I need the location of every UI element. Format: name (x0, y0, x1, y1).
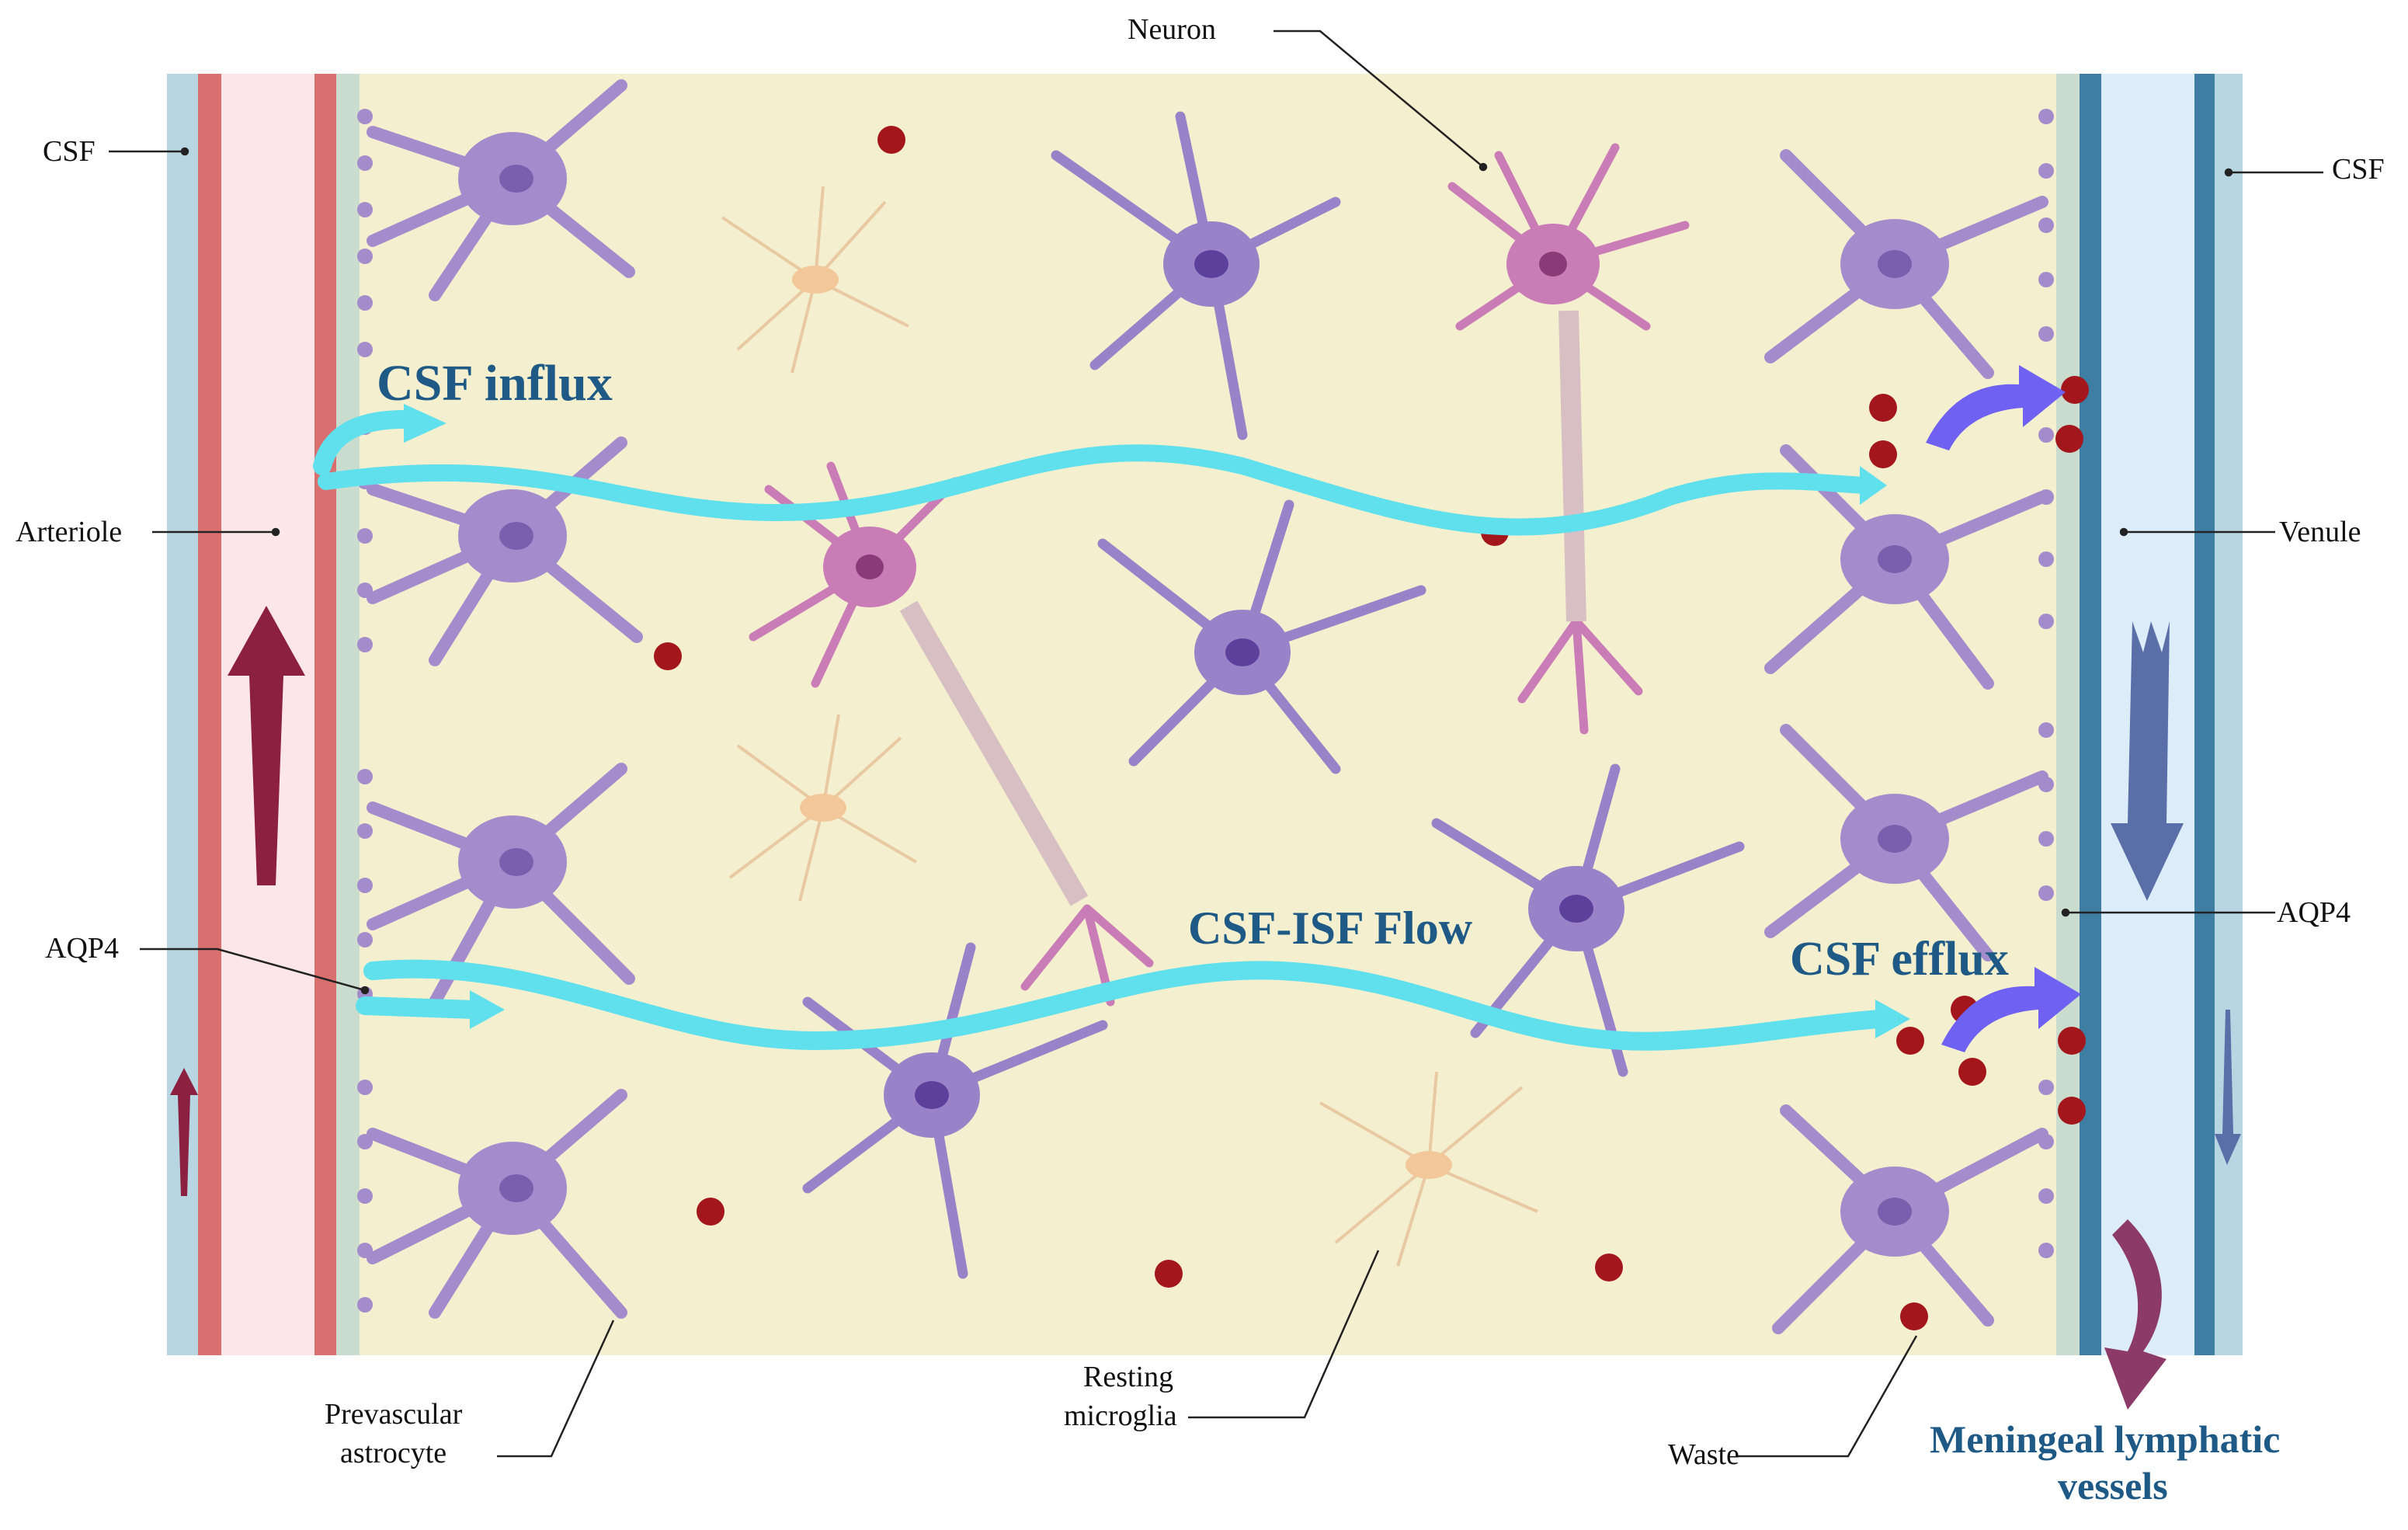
venule-vessel (2056, 74, 2243, 1355)
label-meningeal-line2: vessels (2058, 1464, 2168, 1507)
label-csf-efflux: CSF efflux (1790, 933, 2009, 986)
flow-arrowheads (404, 404, 1910, 1038)
label-csf-influx: CSF influx (377, 355, 613, 412)
label-csf-right: CSF (2332, 153, 2385, 186)
label-arteriole: Arteriole (16, 516, 122, 548)
astrocyte-nuclei-right (1878, 250, 1912, 1226)
arteriole-vessel (167, 74, 360, 1355)
label-prevascular-line1: Prevascular (325, 1398, 463, 1431)
label-neuron: Neuron (1128, 13, 1216, 46)
arteriole-flow-arrows (170, 606, 305, 1196)
venule-flow-arrows (2111, 621, 2241, 1165)
label-csf-left: CSF (43, 135, 96, 168)
label-waste: Waste (1668, 1438, 1739, 1471)
label-csf-isf-flow: CSF-ISF Flow (1188, 902, 1473, 954)
waste-particle-icon (654, 126, 2089, 1330)
label-microglia-line1: Resting (1083, 1361, 1173, 1393)
astrocyte-nuclei-left (499, 165, 533, 1202)
label-meningeal-line1: Meningeal lymphatic (1930, 1417, 2280, 1461)
flow-arrow-icon (313, 410, 1889, 1051)
lymphatic-drain-arrow-icon (2104, 1219, 2167, 1410)
label-microglia-line2: microglia (1064, 1400, 1177, 1432)
label-aqp4-right: AQP4 (2277, 896, 2351, 929)
astrocyte-nuclei-interior (915, 250, 1593, 1109)
microglia-bodies (792, 266, 1452, 1179)
microglia-icon (721, 186, 1538, 1267)
label-venule: Venule (2279, 516, 2361, 548)
astrocyte-icon (1764, 149, 2048, 1334)
label-prevascular-line2: astrocyte (340, 1437, 447, 1469)
leader-lines (109, 30, 2323, 1458)
efflux-arrow-icon (1926, 365, 2081, 1052)
label-aqp4-left: AQP4 (45, 932, 119, 965)
